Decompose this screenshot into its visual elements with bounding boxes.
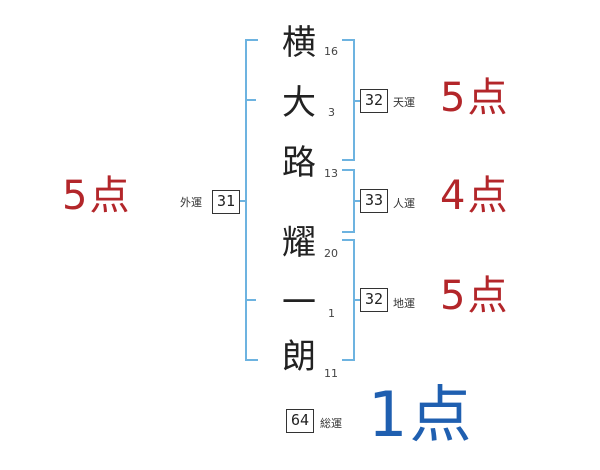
heaven-value-box: 32	[360, 89, 388, 113]
stroke-count-2: 3	[328, 106, 335, 119]
earth-label: 地運	[393, 297, 415, 310]
stroke-count-4: 20	[324, 247, 338, 260]
outer-bracket	[245, 39, 258, 361]
earth-bracket	[342, 239, 355, 361]
earth-score: 5点	[440, 273, 510, 319]
person-value-box: 33	[360, 189, 388, 213]
person-score: 4点	[440, 173, 510, 219]
stroke-count-5: 1	[328, 307, 335, 320]
total-value-box: 64	[286, 409, 314, 433]
name-char-5: 一	[282, 283, 316, 323]
name-char-4: 耀	[282, 223, 316, 263]
outer-label: 外運	[180, 196, 202, 209]
name-char-1: 横	[282, 23, 316, 63]
name-char-2: 大	[282, 83, 316, 123]
stroke-count-3: 13	[324, 167, 338, 180]
person-bracket	[342, 169, 355, 233]
earth-value-box: 32	[360, 288, 388, 312]
heaven-bracket	[342, 39, 355, 161]
stroke-count-1: 16	[324, 45, 338, 58]
heaven-score: 5点	[440, 75, 510, 121]
stroke-count-6: 11	[324, 367, 338, 380]
name-char-3: 路	[282, 143, 316, 183]
outer-value-box: 31	[212, 190, 240, 214]
outer-score: 5点	[62, 173, 132, 219]
name-char-6: 朗	[282, 337, 316, 377]
heaven-label: 天運	[393, 96, 415, 109]
total-label: 総運	[320, 417, 342, 430]
person-label: 人運	[393, 197, 415, 210]
total-score: 1点	[368, 378, 474, 451]
